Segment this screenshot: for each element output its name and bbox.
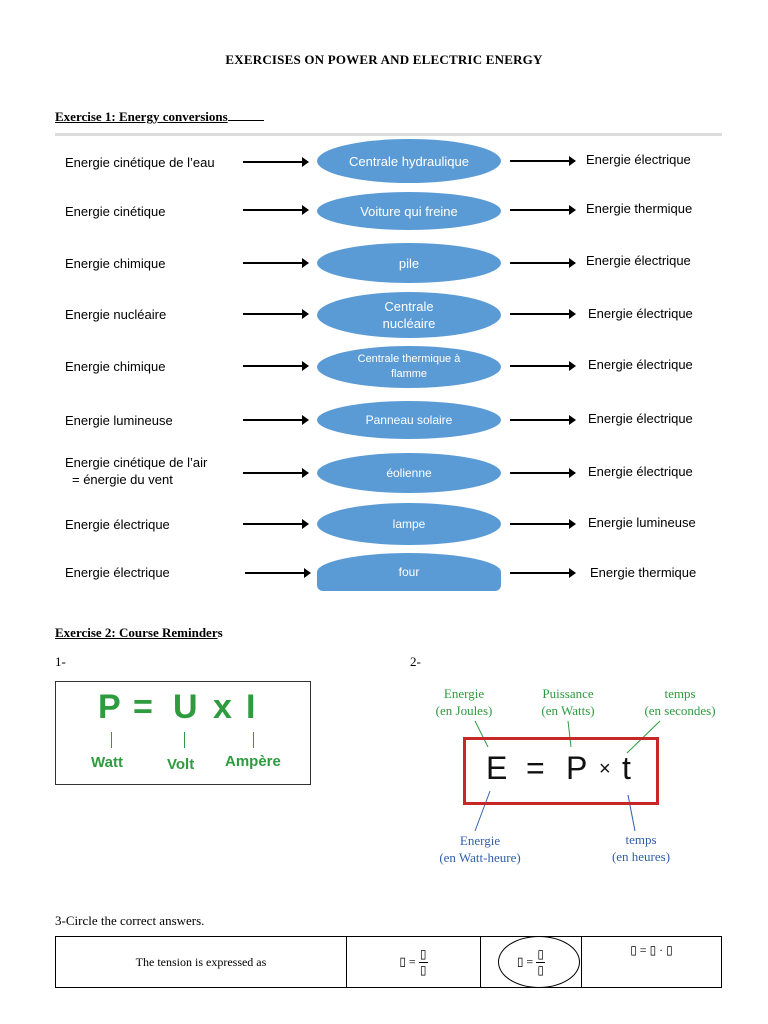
conversion-row: Energie cinétique de l’air = énergie du … bbox=[0, 451, 768, 501]
result-energy: Energie thermique bbox=[590, 565, 697, 580]
exercise2-heading: Exercise 2: Course Reminders bbox=[55, 625, 223, 640]
result-energy: Energie électrique bbox=[588, 411, 693, 426]
arrow-icon bbox=[243, 415, 309, 425]
arrow-icon bbox=[243, 258, 309, 268]
label-temps-secondes: temps(en secondes) bbox=[644, 686, 716, 718]
conversion-row: Energie cinétique Voiture qui freine Ene… bbox=[0, 189, 768, 239]
label-energie-joules: Energie(en Joules) bbox=[435, 686, 493, 718]
question3-label: 3-Circle the correct answers. bbox=[55, 913, 205, 928]
label-temps-heures: temps(en heures) bbox=[611, 832, 671, 864]
formula-u: U bbox=[173, 688, 198, 726]
arrow-icon bbox=[510, 258, 576, 268]
arrow-icon bbox=[510, 415, 576, 425]
result-energy: Energie électrique bbox=[586, 152, 691, 167]
arrow-icon bbox=[510, 519, 576, 529]
page-title: EXERCISES ON POWER AND ELECTRIC ENERGY bbox=[225, 52, 543, 67]
answer-circle bbox=[498, 936, 580, 988]
result-energy: Energie électrique bbox=[586, 253, 691, 268]
item2-number: 2- bbox=[410, 654, 421, 669]
answer-table: The tension is expressed as ▯ = ▯▯ ▯ = ▯… bbox=[55, 936, 722, 988]
answer-option-3[interactable]: ▯ = ▯ · ▯ bbox=[581, 936, 722, 988]
converter-ellipse: éolienne bbox=[317, 453, 501, 493]
arrow-icon bbox=[510, 309, 576, 319]
arrow-icon bbox=[510, 361, 576, 371]
arrow-icon bbox=[510, 568, 576, 578]
conversion-row: Energie lumineuse Panneau solaire Energi… bbox=[0, 398, 768, 448]
formula-energy-box: E = P × t bbox=[463, 737, 659, 805]
unit-watt: Watt bbox=[91, 754, 123, 771]
source-energy: Energie électrique bbox=[65, 565, 170, 580]
arrow-icon bbox=[243, 468, 309, 478]
source-energy: Energie cinétique de l’eau bbox=[65, 155, 215, 170]
source-energy: Energie chimique bbox=[65, 359, 166, 374]
converter-ellipse: Voiture qui freine bbox=[317, 192, 501, 230]
converter-ellipse: pile bbox=[317, 243, 501, 283]
unit-ampere: Ampère bbox=[225, 753, 281, 770]
connector-line bbox=[253, 732, 254, 748]
connector-line bbox=[184, 732, 185, 748]
arrow-icon bbox=[243, 519, 309, 529]
converter-ellipse: four bbox=[317, 553, 501, 591]
unit-volt: Volt bbox=[167, 756, 195, 773]
converter-ellipse: Centrale nucléaire bbox=[317, 292, 501, 338]
arrow-icon bbox=[243, 205, 309, 215]
converter-ellipse: Centrale hydraulique bbox=[317, 139, 501, 183]
statement-cell: The tension is expressed as bbox=[55, 936, 347, 988]
connector-line bbox=[111, 732, 112, 748]
source-energy-line2: = énergie du vent bbox=[72, 472, 173, 487]
answer-option-1[interactable]: ▯ = ▯▯ bbox=[346, 936, 481, 988]
exercise1-heading: Exercise 1: Energy conversions bbox=[55, 108, 264, 125]
formula-i: I bbox=[246, 688, 256, 726]
conversion-row: Energie électrique four Energie thermiqu… bbox=[0, 551, 768, 601]
result-energy: Energie électrique bbox=[588, 357, 693, 372]
arrow-icon bbox=[510, 468, 576, 478]
conversion-row: Energie nucléaire Centrale nucléaire Ene… bbox=[0, 291, 768, 341]
result-energy: Energie électrique bbox=[588, 464, 693, 479]
formula-e: E bbox=[486, 750, 508, 786]
conversion-row: Energie électrique lampe Energie lumineu… bbox=[0, 502, 768, 552]
source-energy: Energie cinétique bbox=[65, 204, 166, 219]
result-energy: Energie thermique bbox=[586, 201, 693, 216]
converter-ellipse: Centrale thermique à flamme bbox=[317, 346, 501, 388]
formula-equals: = bbox=[526, 750, 545, 786]
arrow-icon bbox=[243, 157, 309, 167]
result-energy: Energie lumineuse bbox=[588, 515, 696, 530]
formula-t: t bbox=[622, 750, 631, 786]
formula-p: P bbox=[566, 750, 588, 786]
conversion-row: Energie chimique pile Energie électrique bbox=[0, 241, 768, 291]
converter-ellipse: lampe bbox=[317, 503, 501, 545]
source-energy: Energie électrique bbox=[65, 517, 170, 532]
result-energy: Energie électrique bbox=[588, 306, 693, 321]
formula-equals: = bbox=[133, 688, 153, 726]
source-energy: Energie chimique bbox=[65, 256, 166, 271]
source-energy: Energie lumineuse bbox=[65, 413, 173, 428]
conversion-row: Energie chimique Centrale thermique à fl… bbox=[0, 344, 768, 394]
arrow-icon bbox=[243, 309, 309, 319]
source-energy: Energie nucléaire bbox=[65, 307, 167, 322]
formula-power-box: P = U x I Watt Volt Ampère bbox=[55, 681, 311, 785]
conversion-row: Energie cinétique de l’eau Centrale hydr… bbox=[0, 138, 768, 188]
separator bbox=[55, 133, 722, 136]
source-energy: Energie cinétique de l’air bbox=[65, 455, 208, 470]
arrow-icon bbox=[510, 205, 576, 215]
formula-times: × bbox=[599, 758, 611, 780]
arrow-icon bbox=[245, 568, 311, 578]
fraction: ▯▯ bbox=[418, 946, 428, 977]
arrow-icon bbox=[243, 361, 309, 371]
formula-times: x bbox=[213, 688, 232, 726]
item1-number: 1- bbox=[55, 654, 66, 669]
formula-p: P bbox=[98, 688, 121, 726]
label-energie-watt-heure: Energie(en Watt-heure) bbox=[439, 833, 521, 865]
label-puissance-watts: Puissance(en Watts) bbox=[541, 686, 595, 718]
arrow-icon bbox=[510, 156, 576, 166]
converter-ellipse: Panneau solaire bbox=[317, 401, 501, 439]
